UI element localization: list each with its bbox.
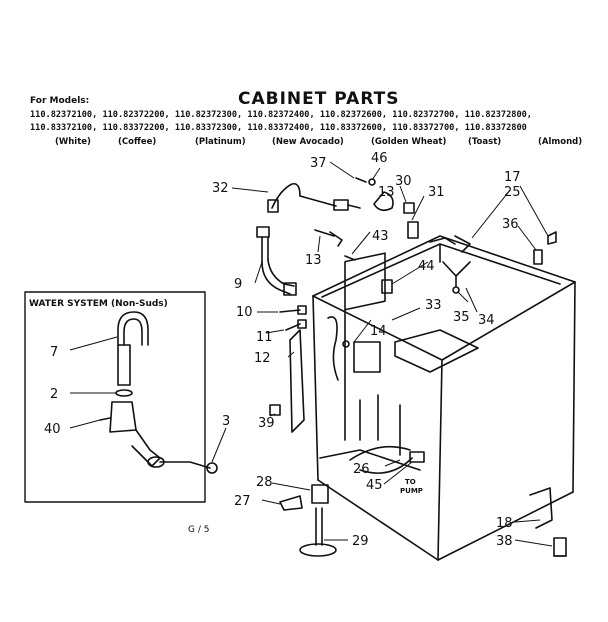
model-number: 110.82372300, xyxy=(174,110,243,120)
callout-3: 3 xyxy=(222,414,230,429)
callout-44: 44 xyxy=(418,259,435,274)
model-number: 110.83372200, xyxy=(102,123,170,133)
model-number: 110.82372400, xyxy=(247,110,315,120)
callout-7: 7 xyxy=(50,345,58,360)
callout-14: 14 xyxy=(370,324,387,339)
color-toast: (Toast) xyxy=(468,137,502,147)
callout-35: 35 xyxy=(453,310,470,325)
model-number: 110.82372100, xyxy=(30,110,98,120)
callout-25: 25 xyxy=(504,185,521,200)
to-pump-label-line1: TO xyxy=(405,478,416,486)
model-number: 110.83372300, xyxy=(174,123,243,133)
callout-46: 46 xyxy=(371,151,388,166)
callout-32: 32 xyxy=(212,181,229,196)
callout-9: 9 xyxy=(234,277,242,292)
color-golden-wheat: (Golden Wheat) xyxy=(371,137,447,147)
for-models-label: For Models: xyxy=(30,96,90,106)
callout-12: 12 xyxy=(254,351,271,366)
callout-36: 36 xyxy=(502,217,519,232)
callout-43: 43 xyxy=(372,229,389,244)
color-platinum: (Platinum) xyxy=(195,137,246,147)
callout-27: 27 xyxy=(234,494,251,509)
model-number: 110.82372600, xyxy=(319,110,388,120)
color-new-avocado: (New Avocado) xyxy=(272,137,344,147)
color-almond: (Almond) xyxy=(538,137,583,147)
callout-45: 45 xyxy=(366,478,383,493)
model-number: 110.83372400, xyxy=(247,123,315,133)
cabinet-body xyxy=(312,235,576,561)
callout-13b: 13 xyxy=(378,185,395,200)
page-title: CABINET PARTS xyxy=(238,89,400,109)
models-row-1: 110.82372100, 110.82372200, 110.82372300… xyxy=(30,110,532,120)
callout-33: 33 xyxy=(425,298,442,313)
callout-39: 39 xyxy=(258,416,275,431)
callout-10: 10 xyxy=(236,305,253,320)
callout-17: 17 xyxy=(504,170,521,185)
model-number: 110.83372100, xyxy=(30,123,98,133)
models-row-2: 110.83372100, 110.83372200, 110.83372300… xyxy=(30,123,527,133)
model-number: 110.82372800, xyxy=(464,110,532,120)
page-note: G / 5 xyxy=(188,525,209,535)
callout-31: 31 xyxy=(428,185,445,200)
callout-11: 11 xyxy=(256,330,273,345)
callout-13a: 13 xyxy=(305,253,322,268)
color-coffee: (Coffee) xyxy=(118,137,157,147)
callout-30: 30 xyxy=(395,174,412,189)
water-system-label: WATER SYSTEM (Non-Suds) xyxy=(29,299,168,309)
to-pump-label-line2: PUMP xyxy=(400,487,423,495)
model-number: 110.82372700, xyxy=(392,110,460,120)
model-number: 110.83372800 xyxy=(464,123,527,133)
callout-18: 18 xyxy=(496,516,513,531)
color-white: (White) xyxy=(55,137,91,147)
model-number: 110.82372200, xyxy=(102,110,170,120)
model-number: 110.83372600, xyxy=(319,123,388,133)
callout-40: 40 xyxy=(44,422,61,437)
callout-2: 2 xyxy=(50,387,58,402)
callout-37: 37 xyxy=(310,156,327,171)
callout-29: 29 xyxy=(352,534,369,549)
callout-38: 38 xyxy=(496,534,513,549)
model-number: 110.83372700, xyxy=(392,123,460,133)
callout-34: 34 xyxy=(478,313,495,328)
callout-28: 28 xyxy=(256,475,273,490)
callout-26: 26 xyxy=(353,462,370,477)
